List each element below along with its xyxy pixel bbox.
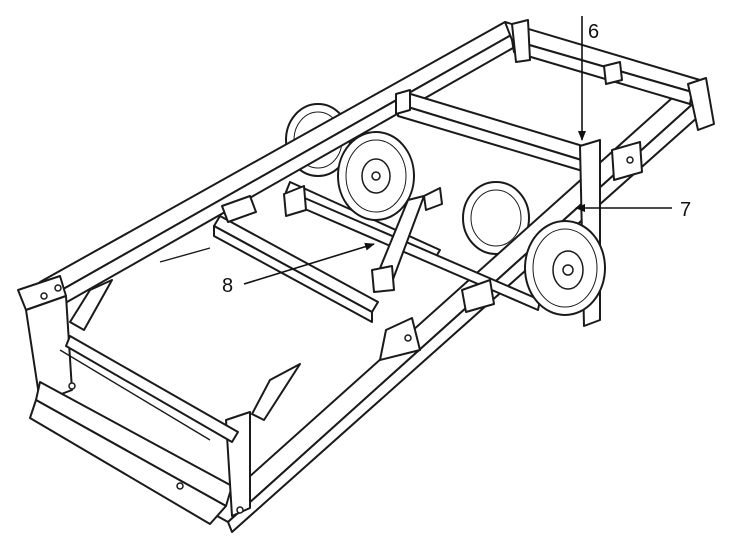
callout-6-label: 6 bbox=[588, 21, 599, 43]
rear-right-wheel bbox=[462, 181, 530, 255]
callout-6: 6 bbox=[578, 16, 599, 141]
callout-8: 8 bbox=[222, 242, 375, 297]
front-right-wheel bbox=[524, 220, 606, 316]
front-left-wheel bbox=[337, 131, 415, 221]
callout-8-label: 8 bbox=[222, 275, 233, 297]
callout-7-label: 7 bbox=[680, 199, 691, 221]
callout-7: 7 bbox=[575, 199, 691, 221]
front-frame bbox=[17, 275, 301, 525]
diagonal-brace bbox=[371, 187, 443, 293]
brackets bbox=[40, 61, 643, 514]
